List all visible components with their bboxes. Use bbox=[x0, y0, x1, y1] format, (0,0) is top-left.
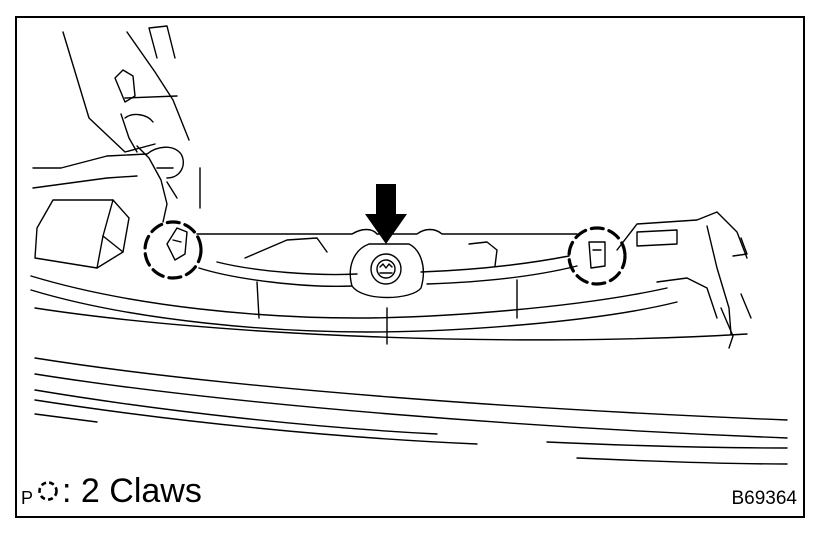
claw-marker-right bbox=[567, 226, 627, 286]
dashed-circle-icon bbox=[38, 481, 58, 501]
lower-trim-lines bbox=[34, 307, 788, 465]
arrow-down-icon bbox=[365, 184, 407, 244]
bolt-icon bbox=[370, 253, 402, 285]
claw-right bbox=[588, 241, 606, 269]
illustration bbox=[30, 25, 788, 465]
trim-panel bbox=[30, 228, 678, 345]
right-structure bbox=[616, 211, 752, 349]
figure-code: B69364 bbox=[731, 488, 797, 509]
upper-panel-lines bbox=[32, 25, 201, 209]
claw-marker-left bbox=[143, 220, 203, 280]
claw-left bbox=[166, 227, 188, 261]
legend: P : 2 Claws bbox=[21, 472, 202, 508]
hand-illustration bbox=[62, 31, 190, 223]
diagram-frame: P : 2 Claws B69364 bbox=[15, 16, 805, 518]
caption-prefix: P bbox=[21, 488, 34, 508]
legend-text: : 2 Claws bbox=[62, 472, 202, 510]
bracket-box bbox=[34, 199, 130, 269]
